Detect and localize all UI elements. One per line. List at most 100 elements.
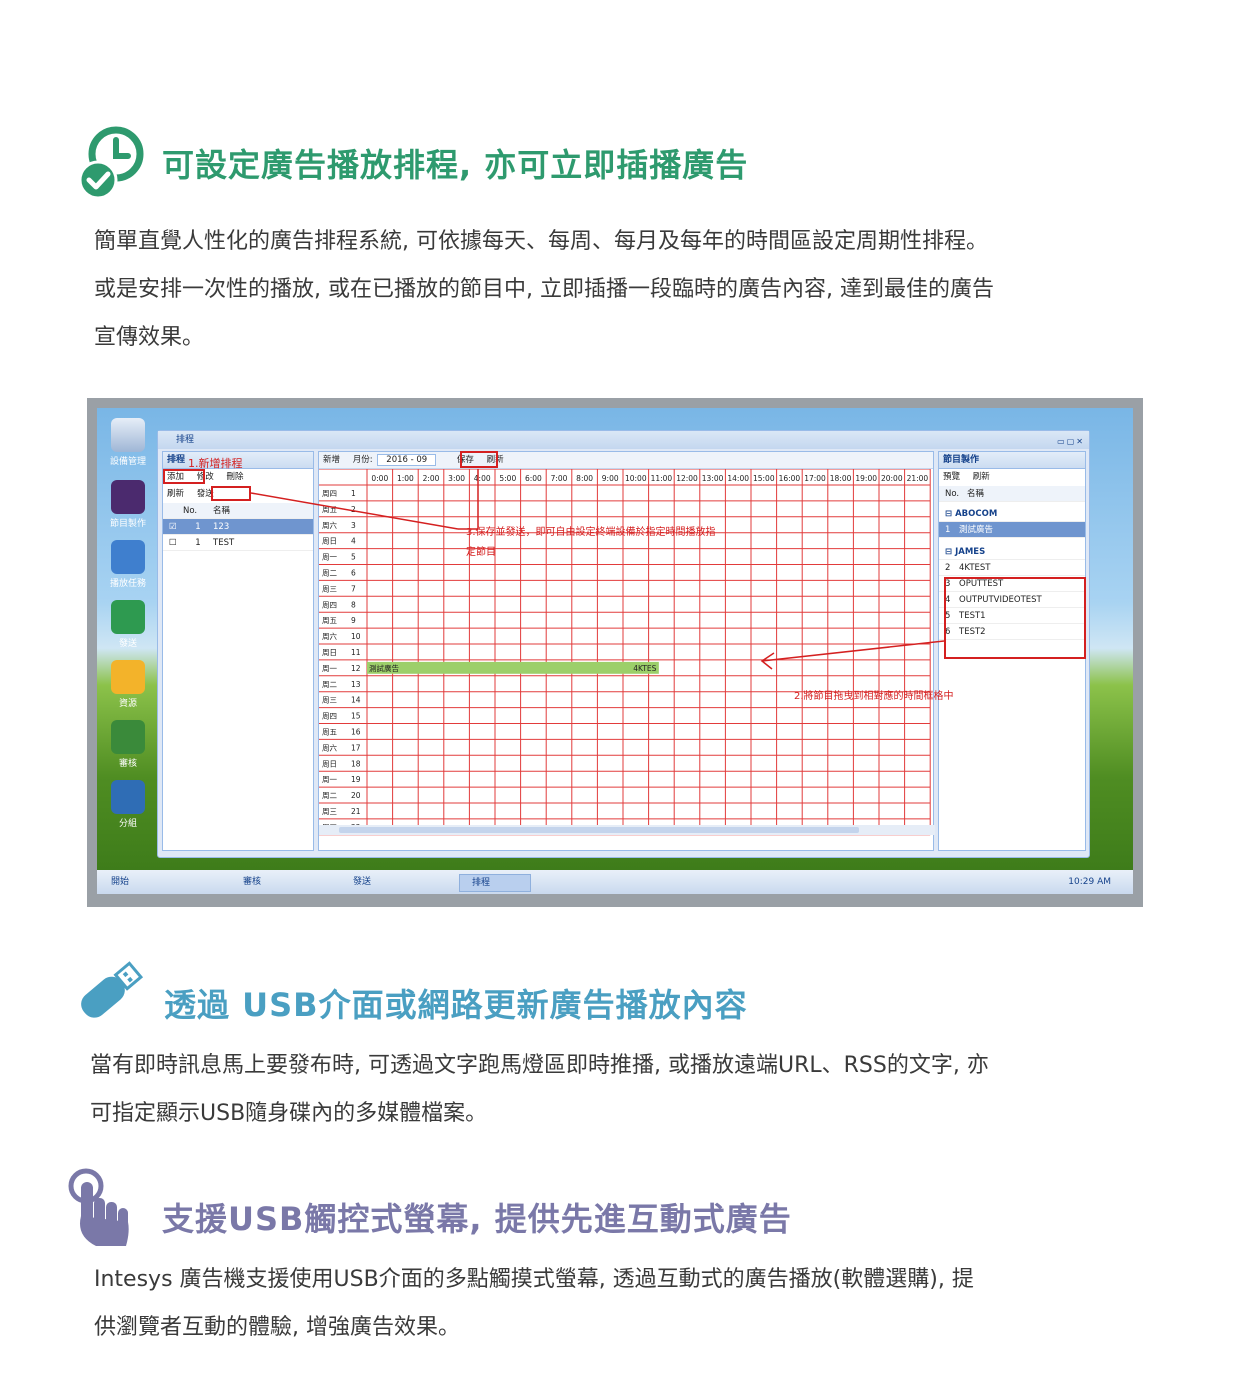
section-title-schedule: 可設定廣告播放排程, 亦可立即插播廣告	[162, 146, 749, 184]
highlight-save	[460, 451, 498, 468]
left-table-header: No.名稱	[163, 503, 313, 519]
start-button[interactable]: 開始	[111, 877, 130, 887]
group-abocom[interactable]: ⊟ ABOCOM	[939, 506, 1085, 522]
hour-header: 1:00	[397, 474, 414, 483]
checkbox-icon[interactable]: ☐	[169, 538, 177, 548]
date-label: 17	[351, 743, 361, 752]
date-label: 7	[351, 584, 356, 593]
highlight-program-list	[944, 577, 1086, 659]
hour-header: 17:00	[804, 474, 826, 483]
add-button[interactable]: 添加	[167, 472, 185, 482]
right-panel-header: 節目製作	[939, 452, 1085, 469]
touch-hand-icon	[66, 1166, 140, 1248]
hour-header: 14:00	[727, 474, 749, 483]
center-refresh-button[interactable]: 刷新	[486, 455, 504, 465]
annotation-3-line1: 3.保存並發送，即可自由設定終端設備於指定時間播放指	[466, 527, 716, 538]
desktop-icon-program[interactable]: 節目製作	[103, 480, 153, 529]
hour-header: 15:00	[753, 474, 775, 483]
date-label: 2	[351, 505, 356, 514]
day-label: 周一	[322, 664, 337, 673]
date-label: 6	[351, 569, 356, 578]
premiere-icon	[111, 480, 145, 514]
new-button[interactable]: 新增	[323, 455, 341, 465]
taskbar-item-schedule[interactable]: 排程	[459, 874, 532, 892]
day-label: 周四	[322, 712, 337, 721]
save-button[interactable]: 保存	[456, 455, 474, 465]
day-label: 周一	[322, 775, 337, 784]
day-label: 周二	[322, 680, 337, 689]
preview-button[interactable]: 預覽	[943, 472, 961, 482]
desktop-icon-send[interactable]: 發送	[103, 600, 153, 649]
date-label: 12	[351, 664, 361, 673]
desktop-background: 設備管理 節目製作 播放任務 發送 資源 審核 分組 排程 ▭▢✕ 排程 添加 …	[97, 408, 1133, 870]
desktop-icon-review[interactable]: 審核	[103, 720, 153, 769]
right-refresh-button[interactable]: 刷新	[972, 472, 990, 482]
taskbar-item-send[interactable]: 發送	[353, 877, 372, 887]
desktop-icon-resource[interactable]: 資源	[103, 660, 153, 709]
date-label: 4	[351, 537, 356, 546]
list-icon	[111, 540, 145, 574]
delete-button[interactable]: 刪除	[226, 472, 244, 482]
group-james[interactable]: ⊟ JAMES	[939, 544, 1085, 560]
hour-header: 21:00	[907, 474, 929, 483]
day-label: 周四	[322, 489, 337, 498]
taskbar-item-review[interactable]: 審核	[243, 877, 262, 887]
section-title-usb: 透過 USB介面或網路更新廣告播放內容	[164, 986, 748, 1024]
scheduled-bar-label: 測試廣告	[369, 663, 399, 673]
date-label: 8	[351, 600, 356, 609]
taskbar: 開始 審核 發送 排程 10:29 AM	[97, 870, 1133, 894]
refresh-button[interactable]: 刷新	[167, 489, 185, 499]
schedule-window: 排程 ▭▢✕ 排程 添加 修改 刪除 刷新 發送 No.名稱	[157, 430, 1090, 858]
send-button[interactable]: 發送	[196, 489, 214, 499]
day-label: 周二	[322, 569, 337, 578]
day-label: 周五	[322, 728, 337, 737]
window-controls[interactable]: ▭▢✕	[1057, 437, 1085, 446]
month-input[interactable]: 2016 - 09	[377, 454, 437, 466]
hour-header: 13:00	[702, 474, 724, 483]
day-label: 周六	[322, 631, 337, 641]
day-label: 周三	[322, 584, 337, 593]
annotation-arrows	[250, 469, 945, 670]
hour-header: 20:00	[881, 474, 903, 483]
monitor-icon	[111, 418, 145, 452]
date-label: 20	[351, 791, 361, 800]
desktop-icon-task[interactable]: 播放任務	[103, 540, 153, 589]
section-paragraph-touch: Intesys 廣告機支援使用USB介面的多點觸摸式螢幕, 透過互動式的廣告播放…	[94, 1267, 974, 1340]
day-label: 周六	[322, 520, 337, 530]
date-label: 10	[351, 632, 361, 641]
right-toolbar: 預覽 刷新	[939, 469, 1085, 486]
day-label: 周日	[322, 648, 337, 657]
right-table-header: No.名稱	[939, 486, 1085, 502]
desktop-icon-group[interactable]: 分組	[103, 780, 153, 829]
hour-header: 8:00	[576, 474, 593, 483]
desktop-icon-device[interactable]: 設備管理	[103, 418, 153, 467]
hour-header: 9:00	[602, 474, 619, 483]
left-toolbar: 添加 修改 刪除	[163, 469, 313, 486]
hour-header: 7:00	[551, 474, 568, 483]
date-label: 11	[351, 648, 361, 657]
left-toolbar-2: 刷新 發送	[163, 486, 313, 503]
day-label: 周一	[322, 553, 337, 562]
clock-check-icon	[78, 124, 148, 200]
hour-header: 0:00	[371, 474, 388, 483]
date-label: 1	[351, 489, 356, 498]
hour-header: 3:00	[448, 474, 465, 483]
date-label: 5	[351, 553, 356, 562]
section-paragraph-usb: 當有即時訊息馬上要發布時, 可透過文字跑馬燈區即時推播, 或播放遠端URL、RS…	[90, 1053, 989, 1126]
schedule-screenshot: 設備管理 節目製作 播放任務 發送 資源 審核 分組 排程 ▭▢✕ 排程 添加 …	[87, 398, 1143, 907]
checkbox-icon[interactable]: ☑	[169, 522, 177, 532]
edit-button[interactable]: 修改	[196, 472, 214, 482]
hour-header: 19:00	[855, 474, 877, 483]
folder-icon	[111, 660, 145, 694]
date-label: 14	[351, 696, 361, 705]
